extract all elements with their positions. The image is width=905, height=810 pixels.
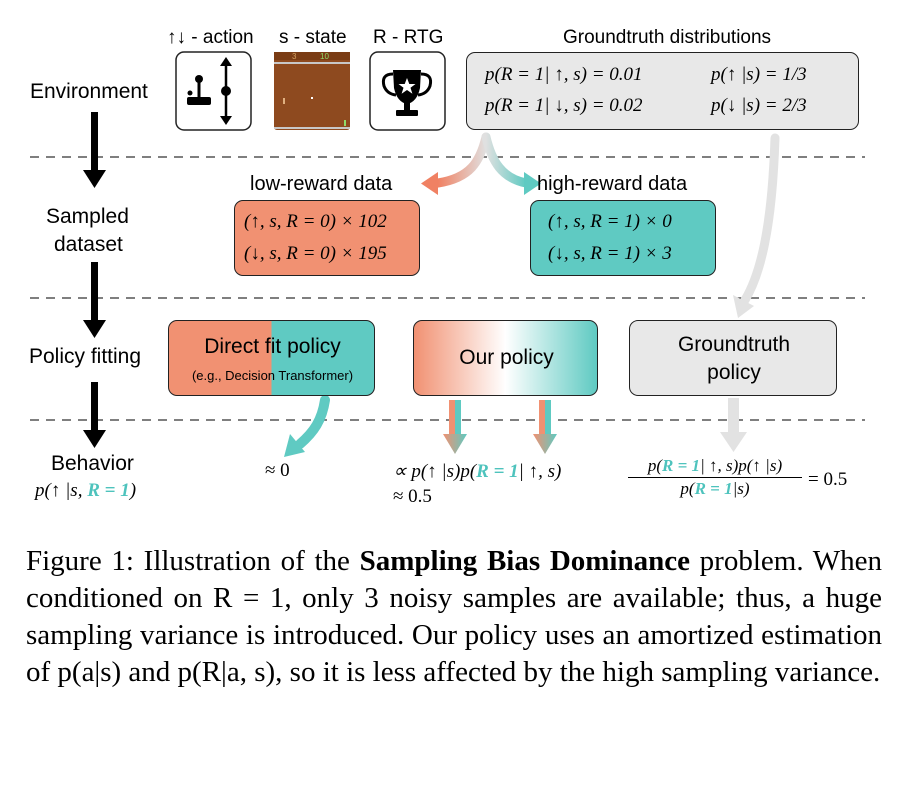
ours-arrow-left <box>443 400 467 454</box>
ours-result-line-1: ∝ p(↑ |s)p(R = 1| ↑, s) <box>393 461 562 482</box>
low-reward-label: low-reward data <box>250 173 393 195</box>
direct-fit-policy-box: Direct fit policy (e.g., Decision Transf… <box>168 320 375 396</box>
behavior-formula: p(↑ |s, R = 1) <box>35 480 137 501</box>
svg-text:3: 3 <box>292 52 297 61</box>
gt-policy-line-2: policy <box>707 361 761 384</box>
groundtruth-title: Groundtruth distributions <box>563 27 772 48</box>
row-label-environment: Environment <box>30 80 148 103</box>
direct-fit-subtitle: (e.g., Decision Transformer) <box>191 368 354 383</box>
split-arrow-high <box>481 132 531 188</box>
flow-arrow-2 <box>83 262 106 338</box>
caption-bold: Sampling Bias Dominance <box>359 545 690 577</box>
rtg-label: R - RTG <box>373 27 444 48</box>
joystick-icon <box>175 51 252 131</box>
gt-result-numerator: p(R = 1| ↑, s)p(↑ |s) <box>647 456 783 475</box>
state-label: s - state <box>279 27 347 48</box>
game-screen-icon: 3 10 <box>274 52 350 130</box>
low-reward-line-2: (↓, s, R = 0) × 195 <box>244 243 387 264</box>
trophy-icon <box>369 51 446 131</box>
gt-result-denominator: p(R = 1|s) <box>680 479 750 498</box>
row-label-dataset: dataset <box>54 233 123 256</box>
direct-result: ≈ 0 <box>265 460 290 481</box>
row-label-policy-fitting: Policy fitting <box>29 345 142 368</box>
gt-policy-line-1: Groundtruth <box>677 333 791 356</box>
low-reward-line-1: (↑, s, R = 0) × 102 <box>244 211 387 232</box>
high-reward-box: (↑, s, R = 1) × 0 (↓, s, R = 1) × 3 <box>530 200 716 276</box>
low-reward-box: (↑, s, R = 0) × 102 (↓, s, R = 0) × 195 <box>234 200 420 276</box>
gt-formula-1: p(R = 1| ↑, s) = 0.01 <box>485 64 643 85</box>
high-reward-line-2: (↓, s, R = 1) × 3 <box>548 243 672 264</box>
gt-result-fraction: p(R = 1| ↑, s)p(↑ |s) p(R = 1|s) <box>626 456 804 499</box>
gt-formula-4: p(↓ |s) = 2/3 <box>711 95 807 116</box>
split-arrow-low <box>433 132 491 188</box>
gt-long-arrow <box>740 133 780 305</box>
flow-arrow-1 <box>83 112 106 188</box>
high-reward-line-1: (↑, s, R = 1) × 0 <box>548 211 672 232</box>
gt-formula-3: p(R = 1| ↓, s) = 0.02 <box>485 95 643 116</box>
direct-fit-title: Direct fit policy <box>204 335 341 358</box>
ours-arrow-right <box>533 400 557 454</box>
gt-down-arrow <box>720 398 747 452</box>
our-policy-box: Our policy <box>413 320 598 396</box>
gt-result-value: = 0.5 <box>808 469 848 490</box>
ours-result-line-2: ≈ 0.5 <box>393 486 432 507</box>
gt-formula-2: p(↑ |s) = 1/3 <box>711 64 807 85</box>
our-policy-title: Our policy <box>459 346 554 369</box>
groundtruth-policy-box: Groundtruth policy <box>629 320 837 396</box>
row-label-sampled: Sampled <box>46 205 129 228</box>
diagram-graphics: 3 10 <box>30 51 865 457</box>
action-label: ↑↓ - action <box>167 27 254 48</box>
row-label-behavior: Behavior <box>51 452 134 475</box>
caption-rest: problem. When conditioned on R = 1, only… <box>26 545 882 688</box>
figure-caption: Figure 1: Illustration of the Sampling B… <box>26 543 882 691</box>
caption-prefix: Figure 1: Illustration of the <box>26 545 360 577</box>
groundtruth-box: p(R = 1| ↑, s) = 0.01 p(↑ |s) = 1/3 p(R … <box>466 52 859 130</box>
flow-arrow-3 <box>83 382 106 448</box>
high-reward-label: high-reward data <box>537 173 688 195</box>
svg-text:10: 10 <box>320 52 329 61</box>
direct-arrow <box>295 395 330 449</box>
